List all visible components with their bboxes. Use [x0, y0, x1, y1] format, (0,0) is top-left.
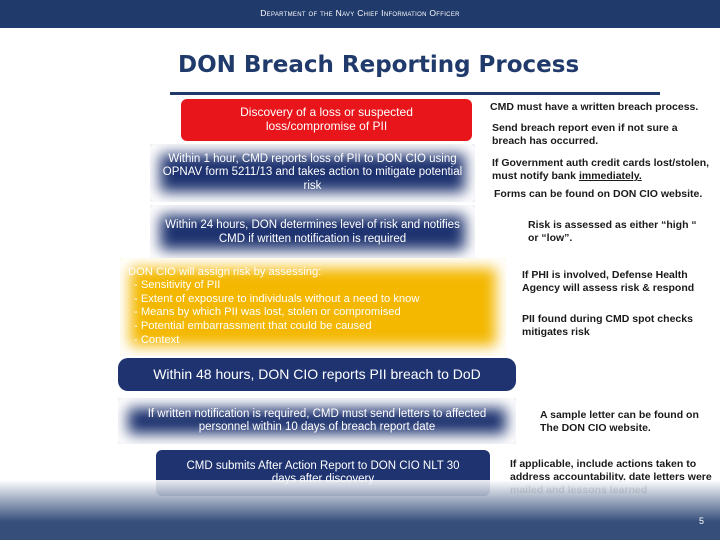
- step-report-48-hours: Within 48 hours, DON CIO reports PII bre…: [118, 358, 516, 391]
- step-report-48-hours-text: Within 48 hours, DON CIO reports PII bre…: [153, 366, 481, 383]
- risk-factor-item: - Means by which PII was lost, stolen or…: [134, 306, 401, 319]
- step-report-1-hour: Within 1 hour, CMD reports loss of PII t…: [150, 144, 475, 202]
- note-credit-cards: If Government auth credit cards lost/sto…: [492, 157, 712, 183]
- risk-assessment-heading: DON CIO will assign risk by assessing:: [128, 266, 322, 278]
- header-band: [0, 0, 720, 28]
- risk-factor-item: - Potential embarrassment that could be …: [134, 319, 372, 332]
- title-underline: [170, 92, 660, 95]
- step-risk-24-hours: Within 24 hours, DON determines level of…: [150, 205, 475, 260]
- header-org-name: Department of the Navy Chief Information…: [260, 8, 460, 18]
- note-written-process: CMD must have a written breach process.: [490, 101, 699, 113]
- step-report-1-hour-text: Within 1 hour, CMD reports loss of PII t…: [162, 153, 463, 192]
- note-risk-levels: Risk is assessed as either “high “ or “l…: [528, 219, 697, 245]
- note-spot-checks: PII found during CMD spot checks mitigat…: [522, 313, 693, 339]
- note-send-report: Send breach report even if not sure a br…: [492, 122, 678, 148]
- note-credit-cards-emphasis: immediately.: [578, 170, 642, 183]
- risk-factor-item: - Sensitivity of PII: [134, 278, 221, 291]
- footer-band: [0, 480, 720, 540]
- note-phi-involved: If PHI is involved, Defense Health Agenc…: [522, 269, 695, 295]
- risk-factor-item: - Extent of exposure to individuals with…: [134, 292, 420, 305]
- note-sample-letter: A sample letter can be found on The DON …: [540, 409, 699, 435]
- step-discovery: Discovery of a loss or suspected loss/co…: [181, 99, 472, 141]
- step-notification-letters: If written notification is required, CMD…: [118, 398, 516, 444]
- page-number: 5: [698, 516, 704, 526]
- risk-factor-list: - Sensitivity of PII - Extent of exposur…: [128, 279, 419, 347]
- step-risk-24-hours-text: Within 24 hours, DON determines level of…: [165, 219, 460, 245]
- risk-factor-item: - Context: [134, 333, 180, 346]
- step-discovery-text: Discovery of a loss or suspected loss/co…: [240, 105, 413, 133]
- step-notification-letters-text: If written notification is required, CMD…: [147, 407, 487, 433]
- note-forms-location: Forms can be found on DON CIO website.: [494, 188, 703, 200]
- step-risk-assessment: DON CIO will assign risk by assessing: -…: [120, 258, 506, 356]
- page-title: DON Breach Reporting Process: [178, 52, 580, 78]
- note-credit-cards-text: If Government auth credit cards lost/sto…: [492, 157, 710, 183]
